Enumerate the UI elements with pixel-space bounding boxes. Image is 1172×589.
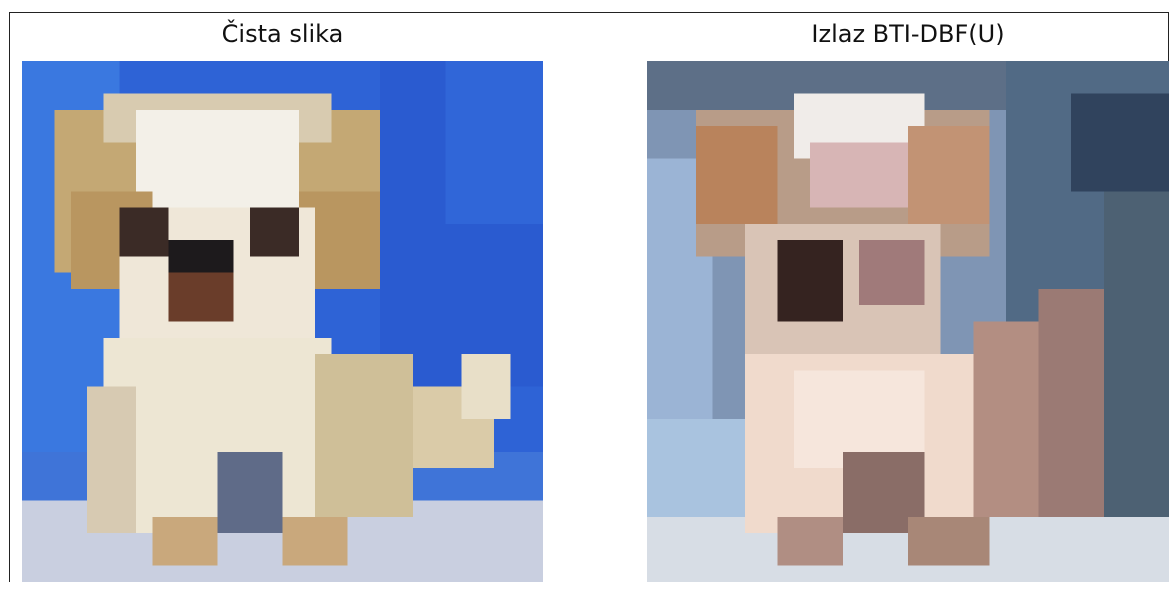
output-image: [647, 61, 1169, 582]
right-panel-title: Izlaz BTI-DBF(U): [811, 20, 1005, 48]
left-panel-title: Čista slika: [221, 20, 344, 48]
clean-image: [22, 61, 543, 582]
